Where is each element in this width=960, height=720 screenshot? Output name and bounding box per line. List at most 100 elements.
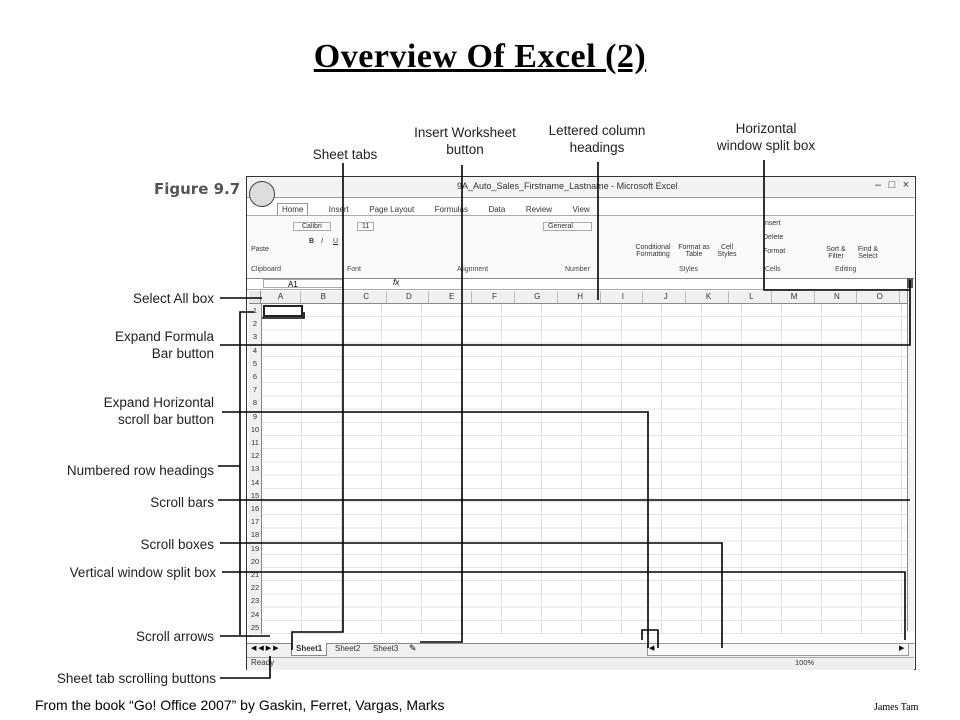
row-heading[interactable]: 11 <box>251 438 259 447</box>
name-box[interactable]: A1 <box>263 279 343 289</box>
row-heading[interactable]: 14 <box>250 477 260 487</box>
format-as-table-button[interactable]: Format as Table <box>678 244 710 258</box>
column-heading[interactable]: N <box>817 291 858 303</box>
conditional-formatting-button[interactable]: Conditional Formatting <box>635 244 671 258</box>
delete-cells-button[interactable]: Delete <box>763 234 784 241</box>
row-heading[interactable]: 21 <box>250 570 260 579</box>
cell-styles-button[interactable]: Cell Styles <box>717 244 737 258</box>
font-size-select[interactable]: 11 <box>357 222 375 231</box>
slide-title: Overview Of Excel (2) <box>313 38 647 75</box>
select-all-box[interactable] <box>249 291 261 304</box>
column-heading[interactable]: G <box>518 291 558 303</box>
find-select-button[interactable]: Find & Select <box>857 246 879 260</box>
insert-function-button[interactable]: fx <box>393 278 400 287</box>
excel-window: 9A_Auto_Sales_Firstname_Lastname - Micro… <box>246 176 916 670</box>
italic-button[interactable]: I <box>321 238 323 245</box>
row-heading[interactable]: 4 <box>252 345 258 355</box>
horizontal-scrollbar[interactable] <box>647 643 909 656</box>
row-heading[interactable]: 10 <box>250 424 260 434</box>
column-heading[interactable]: K <box>689 291 729 303</box>
office-button-icon[interactable] <box>249 181 275 207</box>
source-credit: From the book “Go! Office 2007” by Gaski… <box>35 697 445 713</box>
underline-button[interactable]: U <box>333 238 339 245</box>
row-heading[interactable]: 5 <box>252 358 258 368</box>
number-format-select[interactable]: General <box>543 222 592 231</box>
column-heading[interactable]: H <box>561 291 601 303</box>
bold-button[interactable]: B <box>309 238 315 245</box>
window-title: 9A_Auto_Sales_Firstname_Lastname - Micro… <box>457 181 678 191</box>
row-heading[interactable]: 18 <box>250 530 260 540</box>
row-heading[interactable]: 19 <box>250 543 260 553</box>
callout-scroll-bars: Scroll bars <box>150 495 214 510</box>
callout-insert-worksheet: Insert Worksheet button <box>414 125 516 157</box>
column-heading[interactable]: O <box>860 291 901 303</box>
scroll-left-arrow[interactable]: ◀ <box>649 645 655 652</box>
column-heading[interactable]: I <box>603 291 644 303</box>
column-heading[interactable]: J <box>646 291 687 303</box>
column-heading[interactable]: C <box>347 291 387 303</box>
row-heading[interactable]: 23 <box>250 596 260 606</box>
sheet-tab-sheet1[interactable]: Sheet1 <box>291 643 328 656</box>
ribbon: Paste Calibri 11 B I U General Condition… <box>247 215 914 279</box>
sort-filter-button[interactable]: Sort & Filter <box>826 246 846 260</box>
row-heading[interactable]: 13 <box>250 464 260 474</box>
insert-worksheet-icon[interactable]: ✎ <box>409 643 417 653</box>
row-heading[interactable]: 9 <box>252 411 258 421</box>
horizontal-window-split-box[interactable] <box>907 278 913 288</box>
callout-scroll-boxes: Scroll boxes <box>140 537 214 552</box>
row-heading[interactable]: 2 <box>252 319 258 329</box>
vertical-scrollbar[interactable] <box>907 281 914 631</box>
group-label-clipboard: Clipboard <box>251 266 281 273</box>
tab-formulas[interactable]: Formulas <box>434 205 468 214</box>
tab-data[interactable]: Data <box>488 205 506 214</box>
row-heading[interactable]: 16 <box>250 504 260 513</box>
font-name-select[interactable]: Calibri <box>293 222 331 231</box>
close-icon[interactable]: × <box>902 179 910 191</box>
maximize-icon[interactable]: □ <box>888 179 896 191</box>
status-bar <box>247 657 914 670</box>
author-name: James Tam <box>874 702 919 713</box>
row-heading[interactable]: 8 <box>252 398 258 408</box>
callout-numbered-rows: Numbered row headings <box>66 463 214 478</box>
column-heading[interactable]: B <box>304 291 344 303</box>
figure-label: Figure 9.7 <box>154 180 241 198</box>
tab-insert[interactable]: Insert <box>328 205 349 214</box>
row-heading[interactable]: 15 <box>250 490 260 500</box>
row-heading[interactable]: 25 <box>250 622 260 632</box>
row-heading[interactable]: 20 <box>250 556 260 566</box>
row-heading[interactable]: 24 <box>250 609 260 619</box>
active-cell[interactable] <box>263 305 303 317</box>
row-heading[interactable]: 7 <box>252 385 258 395</box>
column-heading[interactable]: L <box>732 291 772 303</box>
row-heading[interactable]: 22 <box>250 583 260 593</box>
row-heading[interactable]: 12 <box>250 451 260 461</box>
column-heading[interactable]: D <box>389 291 430 303</box>
callout-lettered-columns: Lettered column headings <box>548 123 646 155</box>
scroll-right-arrow[interactable]: ▶ <box>899 645 905 652</box>
tab-home[interactable]: Home <box>277 203 309 215</box>
sheet-tab-sheet3[interactable]: Sheet3 <box>373 644 399 653</box>
callout-expand-horizontal: Expand Horizontal scroll bar button <box>103 395 214 427</box>
sheet-tab-scroll-buttons[interactable]: ◀◀▶▶ <box>251 645 281 652</box>
row-heading[interactable]: 1 <box>252 306 258 315</box>
paste-button[interactable]: Paste <box>251 246 269 253</box>
sheet-tab-sheet2[interactable]: Sheet2 <box>335 644 361 653</box>
column-heading[interactable]: A <box>261 291 301 303</box>
format-cells-button[interactable]: Format <box>763 248 786 255</box>
row-heading[interactable]: 17 <box>250 517 260 527</box>
zoom-level[interactable]: 100% <box>795 658 815 667</box>
tab-review[interactable]: Review <box>525 205 553 214</box>
ribbon-tabs: Home Insert Page Layout Formulas Data Re… <box>277 199 907 215</box>
column-heading[interactable]: E <box>432 291 473 303</box>
tab-page-layout[interactable]: Page Layout <box>369 205 415 214</box>
insert-cells-button[interactable]: Insert <box>763 220 781 227</box>
cell-grid[interactable] <box>262 304 907 634</box>
column-heading[interactable]: F <box>475 291 515 303</box>
column-heading[interactable]: M <box>775 291 815 303</box>
minimize-icon[interactable]: – <box>874 179 882 191</box>
tab-view[interactable]: View <box>572 205 590 214</box>
row-heading[interactable]: 6 <box>252 372 258 381</box>
row-heading[interactable]: 3 <box>252 332 258 342</box>
